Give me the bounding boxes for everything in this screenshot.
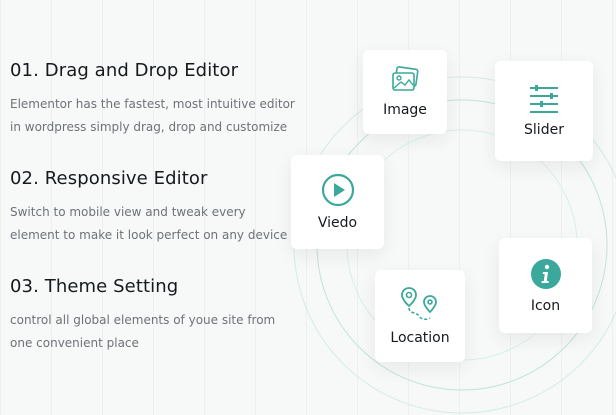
image-icon xyxy=(392,66,419,91)
feature-title: 02. Responsive Editor xyxy=(10,168,208,189)
location-route-icon xyxy=(401,287,437,321)
feature-description-line: Elementor has the fastest, most intuitiv… xyxy=(10,97,295,111)
feature-description: Switch to mobile view and tweak every el… xyxy=(10,201,306,247)
widget-card-label: Viedo xyxy=(317,215,358,231)
feature-description: Elementor has the fastest, most intuitiv… xyxy=(10,93,306,139)
feature-description: control all global elements of youe site… xyxy=(10,309,306,355)
widget-card-icon[interactable]: Icon xyxy=(499,238,592,333)
feature-responsive: 02. Responsive Editor Switch to mobile v… xyxy=(10,168,310,247)
feature-description-line: Switch to mobile view and tweak every xyxy=(10,205,246,219)
widget-card-location[interactable]: Location xyxy=(375,270,465,362)
feature-description-line: control all global elements of youe site… xyxy=(10,313,276,327)
feature-description-line: one convenient place xyxy=(10,336,139,350)
widget-card-image[interactable]: Image xyxy=(363,50,447,134)
info-circle-icon xyxy=(530,258,561,289)
feature-title: 01. Drag and Drop Editor xyxy=(10,60,239,81)
widget-card-label: Slider xyxy=(524,122,564,138)
feature-description-line: in wordpress simply drag, drop and custo… xyxy=(10,120,288,134)
feature-drag-drop: 01. Drag and Drop Editor Elementor has t… xyxy=(10,60,310,139)
widget-card-label: Icon xyxy=(530,297,561,314)
widget-card-label: Location xyxy=(390,330,450,346)
widget-card-video[interactable]: Viedo xyxy=(291,155,384,249)
play-circle-icon xyxy=(321,173,354,207)
slider-icon xyxy=(530,85,558,113)
feature-title: 03. Theme Setting xyxy=(10,276,179,297)
widget-card-slider[interactable]: Slider xyxy=(495,61,593,161)
widget-card-label: Image xyxy=(383,102,427,118)
feature-theme-setting: 03. Theme Setting control all global ele… xyxy=(10,276,310,355)
feature-description-line: element to make it look perfect on any d… xyxy=(10,228,288,242)
